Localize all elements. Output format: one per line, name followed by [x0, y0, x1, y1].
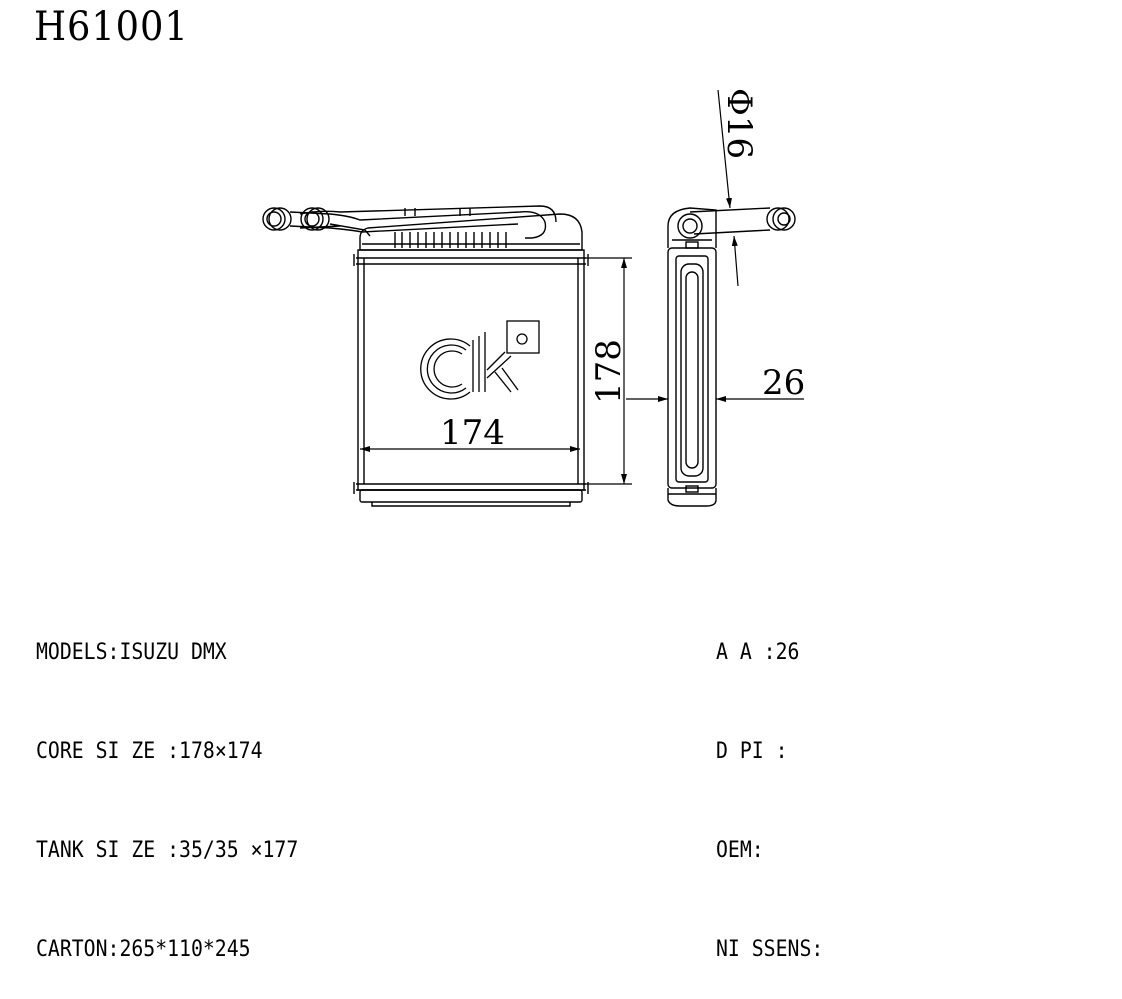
spec-row-tank-size: TANK SI ZE :35/35 ×177: [36, 838, 299, 863]
heater-core-drawing: 174 178 Φ16 26: [262, 88, 805, 507]
ck-logo: [420, 320, 540, 400]
side-view: [667, 207, 796, 507]
core-frame: [357, 249, 585, 491]
spec-row-aa: A A :26: [716, 640, 800, 665]
spec-row-carton: CARTON:265*110*245: [36, 937, 251, 962]
inlet-outlet-pipes: [262, 205, 557, 239]
spec-row-dpi: D PI :: [716, 739, 788, 764]
product-code-title: H61001: [34, 4, 189, 50]
spec-list-left: MODELS:ISUZU DMX CORE SI ZE :178×174 TAN…: [36, 570, 298, 999]
depth-dimension-label: 26: [762, 363, 805, 403]
front-view: [262, 205, 589, 507]
pipe-end-2: [300, 207, 324, 231]
pipe-diameter-label: Φ16: [719, 88, 759, 159]
spec-row-oem: OEM:: [716, 838, 764, 863]
spec-row-core-size: CORE SI ZE :178×174: [36, 739, 263, 764]
bottom-tank: [359, 489, 583, 503]
spec-list-right: A A :26 D PI : OEM: NI SSENS:: [716, 570, 823, 999]
pipe-diameter-dimension: [717, 89, 739, 287]
spec-row-nissens: NI SSENS:: [716, 937, 824, 962]
top-tank: [359, 213, 583, 251]
pipe-end-1: [262, 207, 286, 231]
height-dimension: [584, 257, 632, 485]
tank-ribs: [394, 232, 507, 248]
height-dimension-label: 178: [589, 339, 629, 404]
spec-row-models: MODELS:ISUZU DMX: [36, 640, 227, 665]
width-dimension-label: 174: [440, 413, 505, 453]
